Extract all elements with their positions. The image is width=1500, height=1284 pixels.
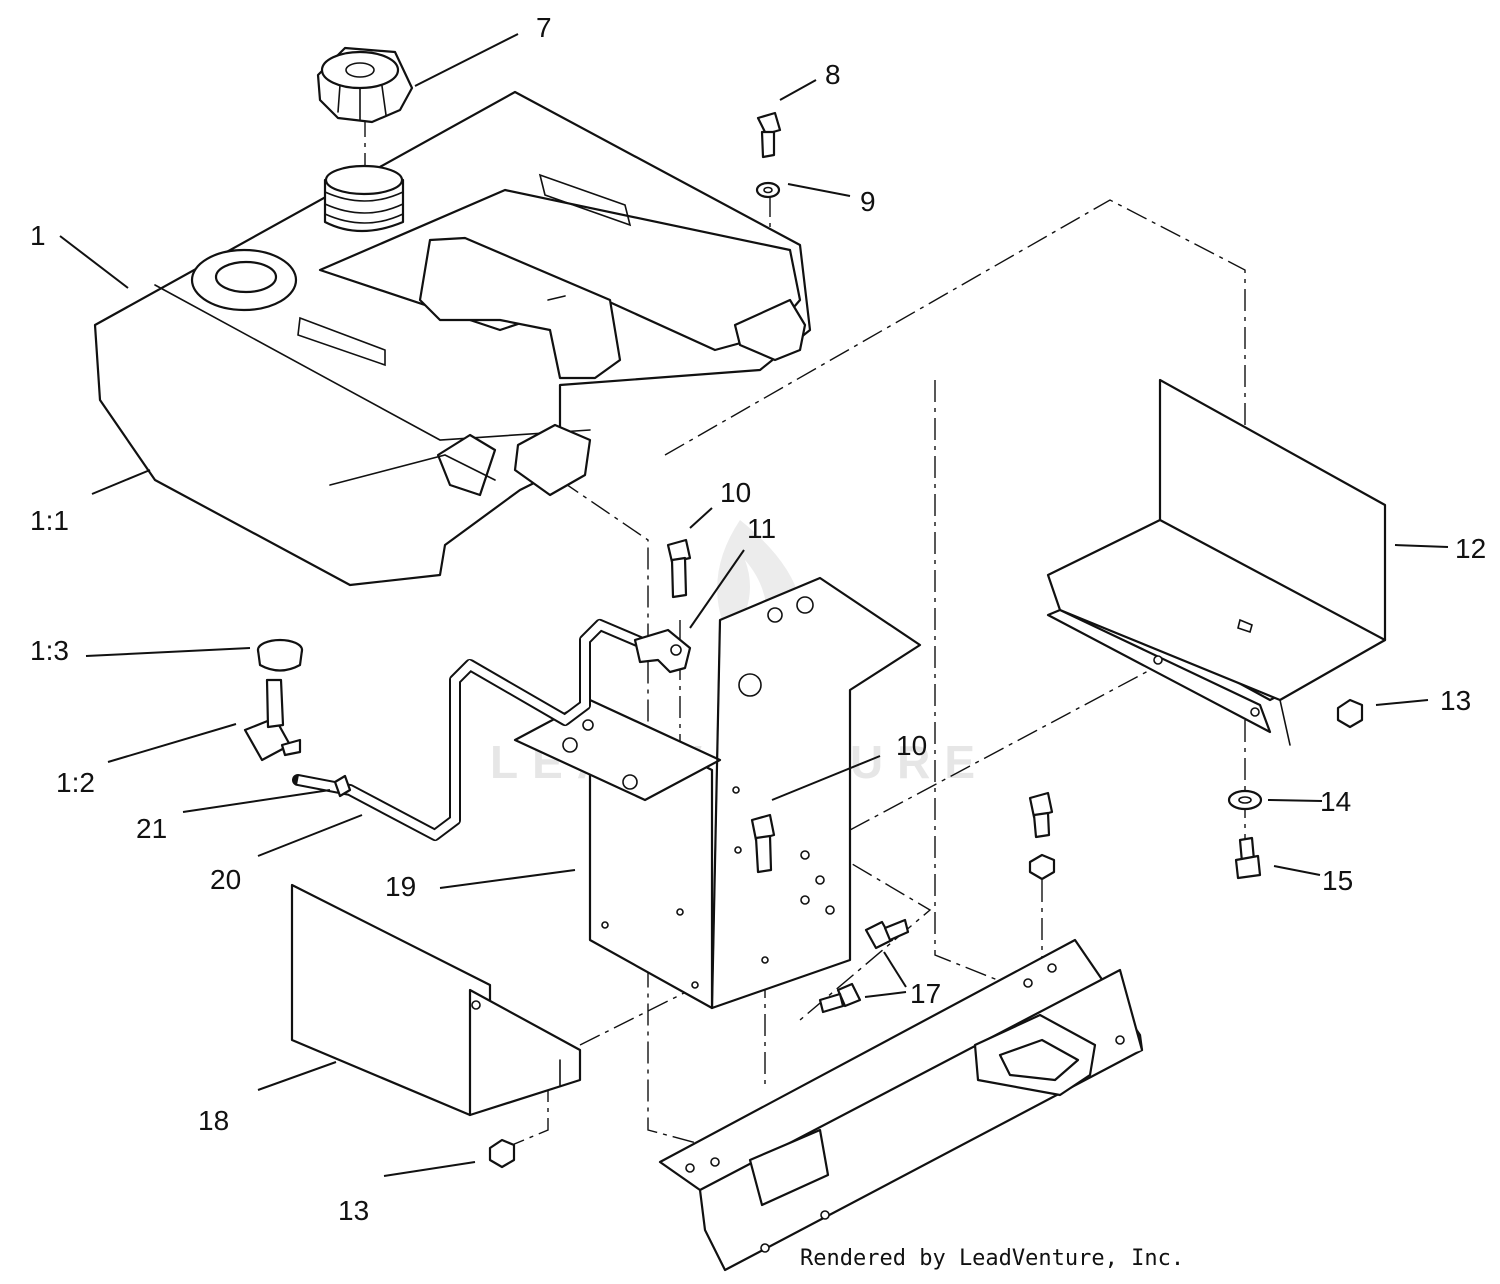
washer-9 xyxy=(755,181,781,199)
callout-1-3: 1:3 xyxy=(30,635,69,666)
bolt-10b xyxy=(750,813,776,874)
washer-14 xyxy=(1227,789,1263,811)
callout-14: 14 xyxy=(1320,786,1351,817)
callout-8: 8 xyxy=(825,59,841,90)
bracket-19 xyxy=(513,576,922,1010)
clamp-11 xyxy=(633,628,692,674)
callout-13b: 13 xyxy=(338,1195,369,1226)
callout-18: 18 xyxy=(198,1105,229,1136)
callout-10b: 10 xyxy=(896,730,927,761)
fuel-line-20 xyxy=(292,619,646,841)
bolt-17b xyxy=(818,982,862,1014)
callout-12: 12 xyxy=(1455,533,1486,564)
credit-line: Rendered by LeadVenture, Inc. xyxy=(800,1246,1185,1271)
callout-1-2: 1:2 xyxy=(56,767,95,798)
nut-13a xyxy=(1336,698,1364,729)
callout-17: 17 xyxy=(910,978,941,1009)
bolt-17a xyxy=(864,918,910,950)
bolt-10a xyxy=(666,538,692,599)
leader-lines xyxy=(59,33,1449,1177)
grommet-1-3 xyxy=(256,638,304,672)
fuel-tank xyxy=(93,90,812,587)
shield-12 xyxy=(1046,378,1387,746)
hose-clamp-21 xyxy=(333,774,352,798)
frame-bolt xyxy=(1028,791,1056,881)
callout-19: 19 xyxy=(385,871,416,902)
elbow-fitting-1-2 xyxy=(243,678,302,762)
callout-1-1: 1:1 xyxy=(30,505,69,536)
callout-7: 7 xyxy=(536,12,552,43)
callout-1: 1 xyxy=(30,220,46,251)
shield-18 xyxy=(290,883,582,1117)
nut-13b xyxy=(488,1138,516,1169)
callout-10a: 10 xyxy=(720,477,751,508)
callout-9: 9 xyxy=(860,186,876,217)
filler-neck xyxy=(323,164,405,233)
fuel-cap xyxy=(316,46,414,124)
callout-13a: 13 xyxy=(1440,685,1471,716)
callout-21: 21 xyxy=(136,813,167,844)
callouts: 1 1:1 1:3 1:2 7 8 9 10 11 10 12 13 14 15… xyxy=(30,12,1486,1226)
callout-11: 11 xyxy=(747,513,776,544)
callout-15: 15 xyxy=(1322,865,1353,896)
frame xyxy=(658,938,1144,1272)
callout-20: 20 xyxy=(210,864,241,895)
bolt-15 xyxy=(1234,836,1262,880)
bolt-8 xyxy=(756,111,782,159)
